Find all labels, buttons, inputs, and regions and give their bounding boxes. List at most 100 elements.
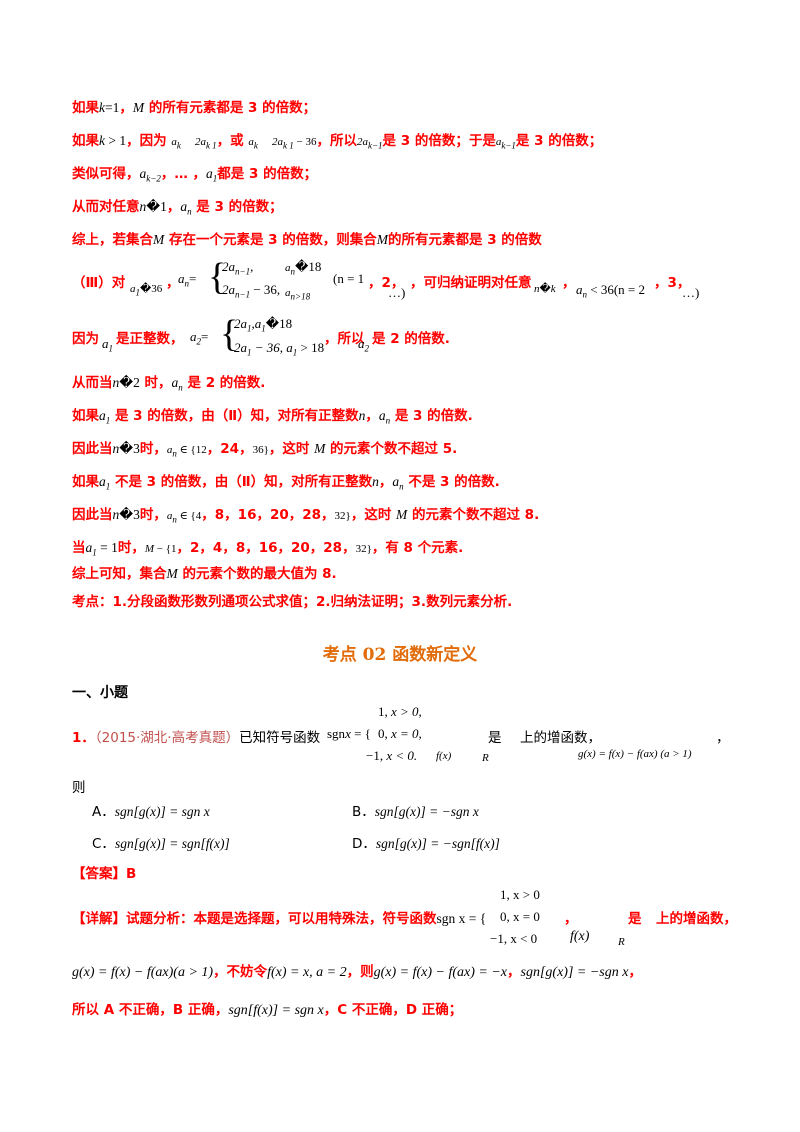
- math: n�k: [534, 280, 556, 296]
- option-c[interactable]: C．sgn[g(x)] = sgn[f(x)]: [92, 832, 230, 852]
- math-sub: 1: [92, 547, 97, 558]
- text: 所以 A 不正确，B 正确，: [72, 1002, 229, 1018]
- question-1: 1．（2015·湖北·高考真题）已知符号函数: [72, 726, 320, 746]
- text: ，C 不正确，D 正确；: [323, 1002, 463, 1018]
- text: 时，: [117, 540, 145, 556]
- option-label: D．: [352, 836, 376, 852]
- math: a: [180, 199, 188, 214]
- math: = {: [350, 726, 371, 741]
- math: k: [550, 283, 556, 295]
- text: 时，: [139, 507, 167, 523]
- option-d[interactable]: D．sgn[g(x)] = −sgn[f(x)]: [352, 832, 500, 852]
- math-R: R: [618, 936, 625, 948]
- math: − 36,: [250, 282, 281, 297]
- text: ，3，: [654, 275, 691, 291]
- math-sub: k: [253, 140, 258, 151]
- math: n: [139, 199, 147, 214]
- text: ，: [716, 730, 730, 746]
- text: ，: [628, 964, 642, 980]
- proof-line-7: 因为: [72, 329, 99, 349]
- math: a: [378, 408, 386, 423]
- text: ，: [166, 275, 180, 291]
- math: a: [139, 166, 147, 181]
- math-fx: f(x): [570, 929, 590, 944]
- math: a: [102, 336, 109, 351]
- math: a: [99, 408, 106, 423]
- text: ，: [365, 408, 379, 424]
- text: 如果: [72, 100, 99, 116]
- math: 0,: [378, 726, 388, 741]
- text: 不是 3 的倍数，由（Ⅱ）知，对所有正整数: [110, 474, 373, 490]
- math: an=: [178, 271, 196, 289]
- math: = 1: [96, 540, 118, 555]
- math-sub: k 1: [205, 140, 217, 151]
- math: k: [99, 133, 105, 148]
- text: 已知符号函数: [239, 730, 321, 746]
- proof-line-11: 如果a1 不是 3 的倍数，由（Ⅱ）知，对所有正整数n，an 不是 3 的倍数.: [72, 472, 500, 497]
- math-sub: n−1: [235, 289, 251, 300]
- sgn-case-2: 0, x = 0: [500, 909, 540, 924]
- sgn-case-1: 1, x > 0: [500, 887, 540, 902]
- sgn-case-1: 1, x > 0,: [378, 704, 422, 720]
- math: �2: [119, 375, 140, 390]
- math-fx: f(x): [436, 750, 452, 762]
- piecewise-row-1: 2an−1,: [222, 259, 253, 277]
- g-definition: g(x) = f(x) − f(ax) (a > 1): [578, 748, 692, 760]
- text: 因此当: [72, 507, 113, 523]
- option-b[interactable]: B．sgn[g(x)] = −sgn x: [352, 800, 479, 820]
- text: ，8，16，20，28，: [201, 507, 335, 523]
- math: a: [130, 283, 136, 295]
- text: ，因为: [126, 133, 167, 149]
- proof-line-8: 从而当n�2 时，an 是 2 的倍数.: [72, 373, 265, 398]
- math-sub: n: [187, 206, 192, 217]
- proof-line-14: 综上可知，集合M 的元素个数的最大值为 8.: [72, 564, 337, 584]
- math-M: M: [376, 232, 388, 247]
- math: x > 0,: [387, 704, 422, 719]
- text: 存在一个元素是 3 的倍数，则集合: [164, 232, 377, 248]
- detail-line-1: 【详解】试题分析：本题是选择题，可以用特殊法，符号函数sgn x = {: [72, 909, 486, 929]
- math-sub: k: [176, 140, 181, 151]
- math-sub: 1: [135, 287, 141, 298]
- math: �18: [295, 259, 322, 274]
- math: =1: [105, 100, 120, 115]
- math-sub: n>18: [290, 291, 311, 302]
- sgn-case-3: −1, x < 0.: [366, 748, 417, 764]
- text: 从而对任意: [72, 199, 140, 215]
- text: ，: [166, 199, 181, 215]
- text: 上的增函数，: [656, 911, 737, 927]
- left-brace: {: [208, 256, 227, 298]
- proof-line-4: 从而对任意n�1，an 是 3 的倍数；: [72, 197, 283, 222]
- math: a2=: [190, 329, 208, 347]
- math: a2: [358, 336, 369, 354]
- text: 时，: [139, 441, 167, 457]
- math-sub: 2: [196, 336, 202, 347]
- math: g(x) = f(x) − f(ax)(a > 1): [72, 965, 214, 980]
- math: ,: [250, 259, 254, 274]
- math: a: [206, 166, 213, 181]
- detail-line-2: g(x) = f(x) − f(ax)(a > 1)，不妨令f(x) = x, …: [72, 962, 642, 983]
- math-sub: n: [399, 481, 404, 492]
- math: a1�36: [130, 280, 162, 298]
- proof-line-2: 如果k > 1，因为 ak 2ak 1，或 ak 2ak 1 − 36，所以2a…: [72, 131, 602, 156]
- math-R: R: [482, 752, 489, 764]
- math-sub: n: [172, 448, 177, 459]
- text: 如果: [72, 408, 99, 424]
- math-sub: 1: [247, 323, 252, 334]
- math: 2a: [234, 316, 247, 331]
- math: −1,: [366, 748, 384, 763]
- text: 的所有元素都是 3 的倍数；: [144, 100, 317, 116]
- text: 不是 3 的倍数.: [403, 474, 500, 490]
- option-a[interactable]: A．sgn[g(x)] = sgn x: [92, 800, 210, 820]
- piecewise-cond-2: an>18: [285, 284, 310, 302]
- math-sub: 2: [364, 343, 370, 354]
- option-expr: sgn[g(x)] = −sgn x: [374, 804, 479, 819]
- math: �18: [265, 316, 293, 331]
- math: 2a: [356, 136, 368, 148]
- math-sub: n: [290, 266, 296, 277]
- math-sub: n: [184, 278, 190, 289]
- math-sub: n: [178, 382, 183, 393]
- text: ，不妨令: [213, 964, 268, 980]
- left-brace: {: [220, 313, 239, 355]
- math: 2a: [272, 136, 283, 148]
- math: sgn: [327, 726, 346, 741]
